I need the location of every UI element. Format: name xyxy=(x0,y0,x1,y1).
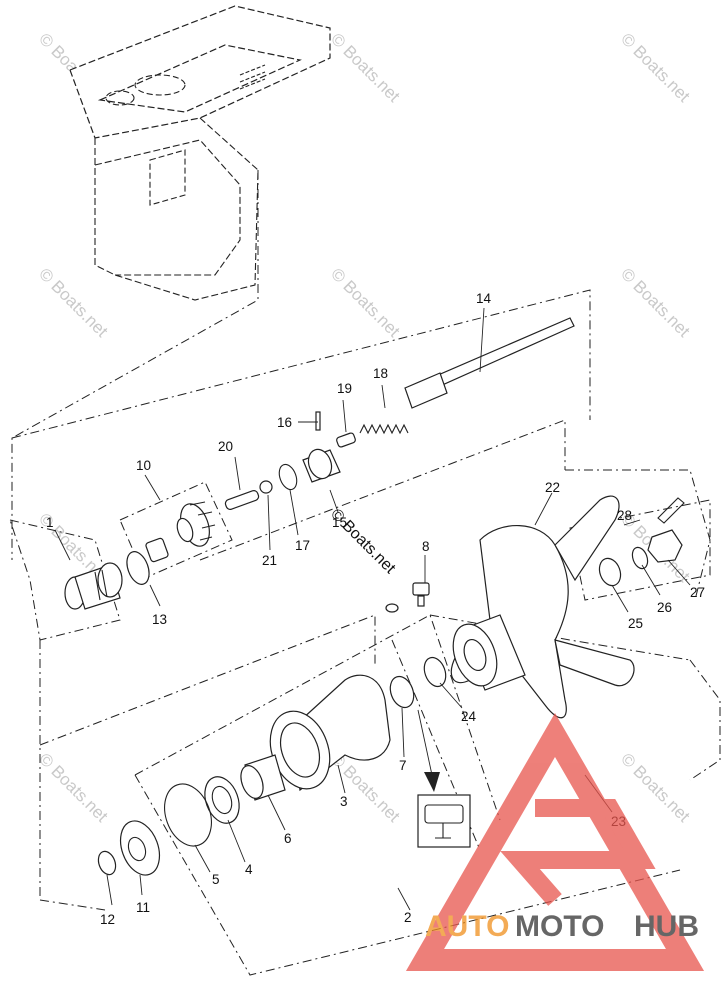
part-19-plunger xyxy=(336,432,356,448)
part-label: 26 xyxy=(657,600,672,615)
part-14-propeller-shaft xyxy=(404,317,575,409)
leader-lines xyxy=(54,307,691,911)
part-10-pinion-gear xyxy=(145,501,216,563)
part-13-shim xyxy=(126,551,150,585)
detail-arrow xyxy=(417,709,440,792)
part-label: 21 xyxy=(262,553,277,568)
lower-unit-housing xyxy=(69,5,331,301)
detail-inset xyxy=(417,794,471,848)
watermark: © Boats.net xyxy=(617,264,694,341)
part-label: 8 xyxy=(422,539,430,554)
watermark: © Boats.net xyxy=(617,29,694,106)
part-8-bolt xyxy=(412,582,430,607)
part-15-clutch xyxy=(302,448,341,483)
logo-triangle xyxy=(405,713,705,971)
part-label: 22 xyxy=(545,480,560,495)
logo-text-auto: AUTO xyxy=(425,910,509,943)
part-17-clip xyxy=(278,463,298,491)
part-25-spacer xyxy=(598,557,622,587)
part-label: 16 xyxy=(277,415,292,430)
part-16-pin xyxy=(315,411,321,431)
part-5-o-ring xyxy=(164,783,212,847)
part-label: 19 xyxy=(337,381,352,396)
part-label: 2 xyxy=(404,910,412,925)
part-label: 10 xyxy=(136,458,151,473)
watermark: © Boats.net xyxy=(35,749,112,826)
watermark: © Boats.net xyxy=(35,264,112,341)
part-4-ball-bearing-inner xyxy=(211,785,233,815)
part-27-nut xyxy=(647,529,683,563)
part-3-bearing-housing xyxy=(269,674,391,792)
part-label: 24 xyxy=(461,709,477,724)
part-label: 15 xyxy=(332,515,347,530)
part-label: 11 xyxy=(136,900,150,915)
part-7-bearing xyxy=(389,675,415,709)
part-label: 6 xyxy=(284,831,292,846)
part-label: 3 xyxy=(340,794,348,809)
watermark: © Boats.net xyxy=(327,29,404,106)
part-label: 5 xyxy=(212,872,220,887)
part-label: 1 xyxy=(46,515,54,530)
watermark: © Boats.net xyxy=(327,264,404,341)
automotohub-logo: AUTO MOTO HUB xyxy=(405,713,705,971)
part-21-ball xyxy=(259,480,273,494)
part-label: 7 xyxy=(399,758,407,773)
part-22-propeller xyxy=(450,495,635,719)
part-label: 12 xyxy=(100,912,115,927)
part-6-needle-bearing xyxy=(240,754,286,801)
watermark: © Boats.net xyxy=(617,749,694,826)
part-11-reverse-gear xyxy=(119,820,161,876)
part-labels: 1 2 3 4 5 6 7 8 10 11 12 13 14 16 17 18 … xyxy=(46,291,705,927)
part-24-oil-seal xyxy=(423,656,447,688)
part-label: 14 xyxy=(476,291,492,306)
part-label: 13 xyxy=(152,612,167,627)
logo-inner-mark xyxy=(500,799,656,906)
logo-text-moto: MOTO xyxy=(515,910,604,943)
part-4-ball-bearing xyxy=(204,776,240,824)
part-11-reverse-gear-hub xyxy=(127,836,147,862)
part-label: 17 xyxy=(295,538,310,553)
watermark-overlay: © Boats.net xyxy=(327,506,399,578)
part-label: 28 xyxy=(617,508,632,523)
part-label: 25 xyxy=(628,616,643,631)
part-1-bearing xyxy=(64,562,123,610)
part-label: 18 xyxy=(373,366,388,381)
part-label: 27 xyxy=(690,585,705,600)
logo-text-hub: HUB xyxy=(634,910,699,943)
part-18-spring xyxy=(359,423,409,435)
watermark: © Boats.net xyxy=(327,749,404,826)
part-28-cotter-pin xyxy=(657,497,685,524)
part-9-washer xyxy=(385,603,399,613)
part-12-shim xyxy=(97,850,117,876)
part-20-pin xyxy=(224,490,260,510)
part-label: 4 xyxy=(245,862,253,877)
part-label: 20 xyxy=(218,439,233,454)
